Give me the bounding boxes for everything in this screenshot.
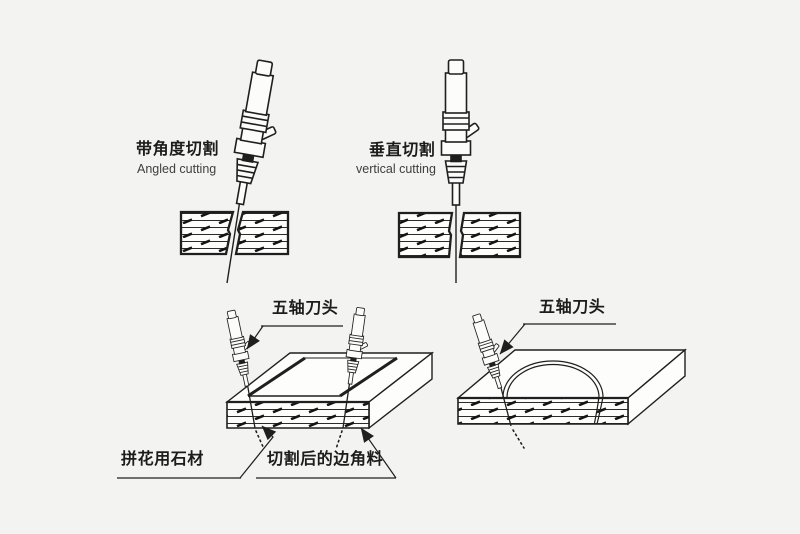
jet-dotted-line [512, 429, 525, 449]
stone-block-left [179, 210, 235, 256]
jet-dotted-line [335, 430, 343, 450]
slab-front-face [226, 401, 370, 429]
offcut-scrap-label: 切割后的边角料 [267, 451, 384, 468]
curved-cut-diagram [456, 310, 687, 449]
stone-block-right [458, 211, 522, 259]
label-leader-line [246, 325, 264, 350]
five-axis-head-label-left: 五轴刀头 [272, 300, 339, 317]
rectangular-cut-diagram [117, 306, 435, 479]
stone-block-right [234, 210, 290, 256]
waterjet-line [246, 381, 256, 429]
five-axis-head-label-right: 五轴刀头 [539, 299, 606, 316]
jet-dotted-line [255, 430, 265, 450]
vertical-cutting-diagram [397, 59, 522, 283]
label-leader-line [360, 427, 397, 479]
label-leader-line [499, 323, 526, 355]
waterjet-line [499, 383, 512, 427]
vertical-cutting-label-en: vertical cutting [356, 162, 436, 176]
label-leader-line [239, 425, 277, 479]
waterjet-line [226, 199, 241, 284]
angled-cutting-diagram [179, 57, 290, 284]
cut-arc-path [502, 360, 604, 425]
mosaic-stone-label: 拼花用石材 [121, 451, 205, 468]
angled-cutting-label-en: Angled cutting [137, 162, 217, 176]
cutting-head-tool [224, 57, 290, 209]
vertical-cutting-label-cn: 垂直切割 [369, 142, 436, 159]
waterjet-line [342, 379, 351, 429]
cutting-head-tool [440, 59, 481, 206]
stone-block-left [397, 211, 454, 259]
cutting-head-tool [223, 307, 260, 389]
cut-rectangle-path [247, 356, 398, 398]
angled-cutting-label-cn: 带角度切割 [136, 141, 220, 158]
